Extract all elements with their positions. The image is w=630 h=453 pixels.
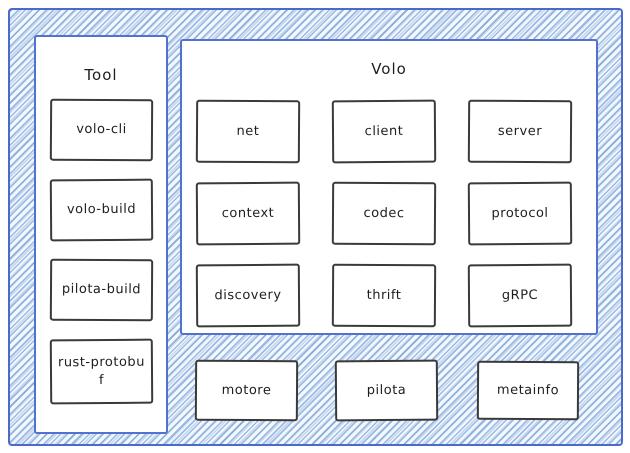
node-server: server: [467, 99, 573, 164]
node-motore: motore: [194, 359, 299, 422]
node-pilota-build: pilota-build: [49, 258, 153, 322]
node-context: context: [195, 181, 301, 246]
node-label: motore: [221, 382, 272, 398]
node-label: codec: [363, 205, 405, 221]
node-volo-build: volo-build: [49, 178, 153, 242]
node-client: client: [331, 99, 437, 164]
node-grpc: gRPC: [467, 263, 573, 328]
node-thrift: thrift: [331, 263, 437, 328]
tool-panel-stack: volo-cli volo-build pilota-build rust-pr…: [36, 98, 166, 405]
node-label: thrift: [366, 287, 402, 303]
node-pilota: pilota: [334, 359, 439, 422]
tool-panel: Tool volo-cli volo-build pilota-build ru…: [34, 35, 168, 434]
node-protocol: protocol: [467, 181, 573, 246]
node-label: client: [364, 123, 404, 139]
volo-panel-title: Volo: [371, 60, 407, 78]
node-codec: codec: [331, 181, 437, 246]
node-net: net: [195, 99, 301, 164]
node-label: volo-build: [66, 201, 136, 218]
node-label: pilota: [366, 382, 407, 398]
node-label: rust-protobuf: [57, 354, 145, 388]
outer-hatched-frame: Tool volo-cli volo-build pilota-build ru…: [8, 8, 623, 446]
node-label: discovery: [214, 287, 282, 303]
node-label: volo-cli: [75, 122, 127, 138]
node-rust-protobuf: rust-protobuf: [49, 338, 153, 405]
node-label: context: [221, 205, 275, 221]
node-label: pilota-build: [61, 281, 141, 298]
node-label: protocol: [491, 205, 549, 221]
node-label: net: [236, 123, 260, 139]
node-discovery: discovery: [195, 263, 301, 328]
tool-panel-title: Tool: [84, 66, 118, 84]
node-volo-cli: volo-cli: [49, 98, 153, 162]
node-label: metainfo: [496, 382, 560, 398]
node-label: gRPC: [501, 287, 539, 303]
node-metainfo: metainfo: [476, 360, 580, 421]
volo-panel-grid: net client server context codec protocol: [195, 99, 573, 328]
node-label: server: [497, 123, 543, 139]
volo-panel: Volo net client server context codec: [180, 39, 598, 335]
